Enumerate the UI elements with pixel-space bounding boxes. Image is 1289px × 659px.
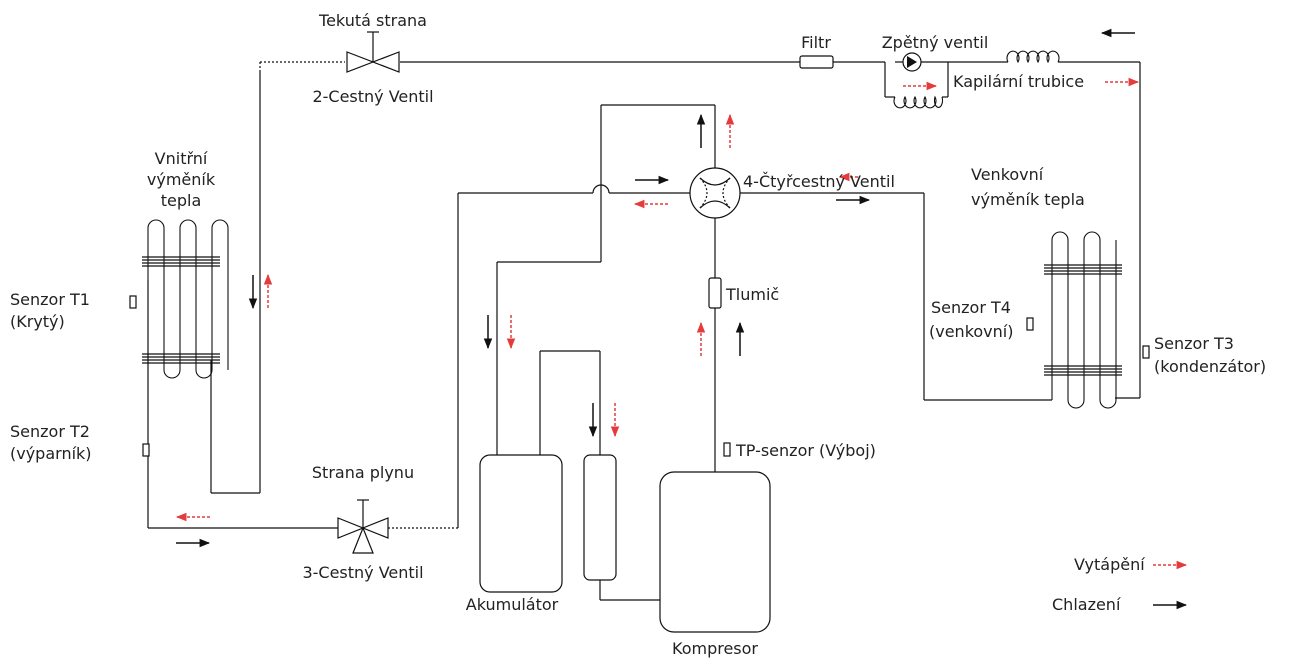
three-way-valve <box>337 499 389 554</box>
two-way-valve <box>346 31 400 73</box>
label-sensor-t1-1: Senzor T1 <box>10 290 90 309</box>
sensor-tp <box>723 442 731 457</box>
label-accumulator: Akumulátor <box>466 595 559 614</box>
sensor-t1 <box>129 295 137 309</box>
label-sensor-t3-2: (kondenzátor) <box>1154 357 1266 376</box>
separator <box>583 454 617 581</box>
filter <box>799 55 834 69</box>
indoor-heat-exchanger <box>142 219 229 379</box>
flow-arrows <box>175 28 1140 548</box>
capillary-coil-top <box>1006 50 1060 64</box>
label-sensor-t2-2: (výparník) <box>10 444 92 463</box>
label-four-way-valve: 4-Čtyřcestný Ventil <box>743 172 895 191</box>
label-indoor-hx-2: výměník <box>147 170 216 189</box>
sensor-t4 <box>1026 317 1034 331</box>
label-sensor-t4-2: (venkovní) <box>929 322 1013 341</box>
sensor-t3 <box>1142 345 1150 359</box>
label-sensor-t4-1: Senzor T4 <box>931 298 1011 317</box>
label-indoor-hx-3: tepla <box>161 191 202 210</box>
label-check-valve: Zpětný ventil <box>882 33 989 52</box>
label-capillary: Kapilární trubice <box>953 72 1084 91</box>
check-valve <box>895 52 948 72</box>
legend-heating-label: Vytápění <box>1074 555 1145 574</box>
label-outdoor-hx-2: výměník tepla <box>971 190 1085 209</box>
label-sensor-t2-1: Senzor T2 <box>10 422 90 441</box>
label-sensor-t1-2: (Krytý) <box>10 312 65 331</box>
label-gas-side: Strana plynu <box>312 463 414 482</box>
capillary-coil-bottom <box>893 95 944 109</box>
label-outdoor-hx-1: Venkovní <box>971 165 1044 184</box>
label-compressor: Kompresor <box>672 639 758 658</box>
compressor <box>659 471 771 633</box>
four-way-valve <box>689 167 741 219</box>
label-liquid-side: Tekutá strana <box>318 11 427 30</box>
accumulator <box>479 454 563 593</box>
muffler <box>708 277 722 309</box>
label-tp-sensor: TP-senzor (Výboj) <box>735 441 876 460</box>
label-indoor-hx-1: Vnitřní <box>155 149 208 168</box>
legend-cooling-label: Chlazení <box>1052 595 1121 614</box>
label-muffler: Tlumič <box>725 285 779 304</box>
label-two-way-valve: 2-Cestný Ventil <box>312 87 433 106</box>
label-filter: Filtr <box>801 33 831 52</box>
labels: Tekutá strana 2-Cestný Ventil Filtr Zpět… <box>10 11 1266 658</box>
outdoor-heat-exchanger <box>1044 231 1122 409</box>
label-sensor-t3-1: Senzor T3 <box>1154 334 1234 353</box>
pipes <box>147 61 1141 601</box>
sensor-t2 <box>142 443 150 457</box>
label-three-way-valve: 3-Cestný Ventil <box>302 563 423 582</box>
